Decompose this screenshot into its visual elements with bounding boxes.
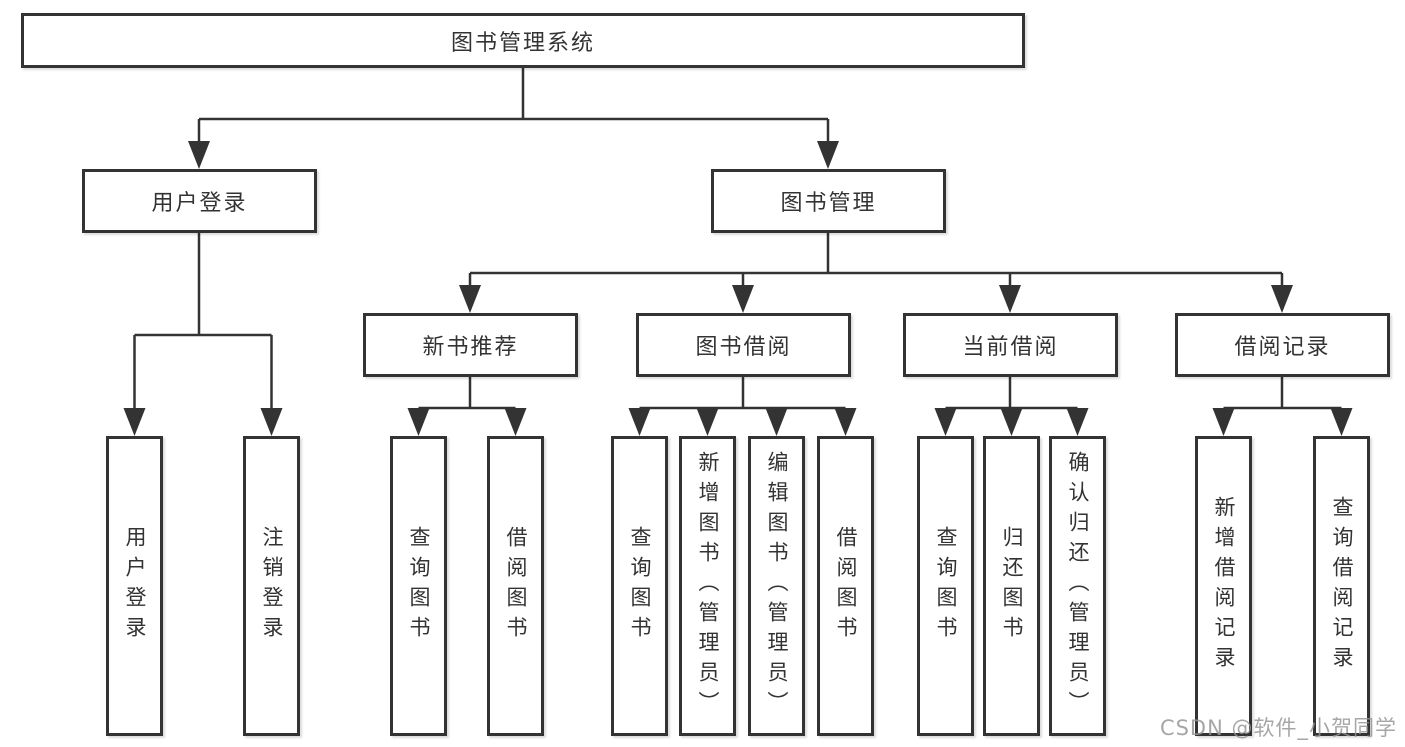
node-borrow-records-label: 借阅记录 xyxy=(1234,335,1331,360)
node-current-borrow: 当前借阅 xyxy=(903,313,1118,377)
leaf-query-borrow-record-label: 查询借阅记录 xyxy=(1330,496,1354,676)
leaf-borrow-books-recommend: 借阅图书 xyxy=(487,436,544,736)
node-user-login: 用户登录 xyxy=(82,169,317,233)
node-new-book-recommend: 新书推荐 xyxy=(363,313,578,377)
leaf-confirm-return-admin: 确认归还（管理员） xyxy=(1049,436,1106,736)
leaf-return-book-label: 归还图书 xyxy=(1000,526,1024,646)
leaf-edit-book-admin-label: 编辑图书（管理员） xyxy=(765,451,789,721)
leaf-user-login: 用户登录 xyxy=(106,436,163,736)
leaf-add-borrow-record-label: 新增借阅记录 xyxy=(1212,496,1236,676)
node-book-management: 图书管理 xyxy=(711,169,946,233)
leaf-edit-book-admin: 编辑图书（管理员） xyxy=(748,436,805,736)
leaf-logout: 注销登录 xyxy=(243,436,300,736)
node-root-label: 图书管理系统 xyxy=(450,30,595,56)
leaf-borrow-books: 借阅图书 xyxy=(817,436,874,736)
leaf-query-books-borrow: 查询图书 xyxy=(611,436,668,736)
node-user-login-label: 用户登录 xyxy=(151,191,248,216)
leaf-query-books-recommend: 查询图书 xyxy=(390,436,447,736)
leaf-logout-label: 注销登录 xyxy=(260,526,284,646)
leaf-add-book-admin-label: 新增图书（管理员） xyxy=(696,451,720,721)
node-book-borrow-label: 图书借阅 xyxy=(695,335,792,360)
leaf-add-book-admin: 新增图书（管理员） xyxy=(679,436,736,736)
leaf-confirm-return-admin-label: 确认归还（管理员） xyxy=(1066,451,1090,721)
node-book-management-label: 图书管理 xyxy=(780,191,877,216)
leaf-query-books-recommend-label: 查询图书 xyxy=(407,526,431,646)
leaf-query-books-borrow-label: 查询图书 xyxy=(628,526,652,646)
leaf-query-books-current-label: 查询图书 xyxy=(934,526,958,646)
leaf-return-book: 归还图书 xyxy=(983,436,1040,736)
node-borrow-records: 借阅记录 xyxy=(1175,313,1390,377)
leaf-query-books-current: 查询图书 xyxy=(917,436,974,736)
node-new-book-recommend-label: 新书推荐 xyxy=(422,335,519,360)
node-book-borrow: 图书借阅 xyxy=(636,313,851,377)
node-current-borrow-label: 当前借阅 xyxy=(962,335,1059,360)
leaf-borrow-books-recommend-label: 借阅图书 xyxy=(504,526,528,646)
leaf-borrow-books-label: 借阅图书 xyxy=(834,526,858,646)
leaf-add-borrow-record: 新增借阅记录 xyxy=(1195,436,1252,736)
leaf-query-borrow-record: 查询借阅记录 xyxy=(1313,436,1370,736)
node-root: 图书管理系统 xyxy=(21,13,1025,68)
leaf-user-login-label: 用户登录 xyxy=(123,526,147,646)
